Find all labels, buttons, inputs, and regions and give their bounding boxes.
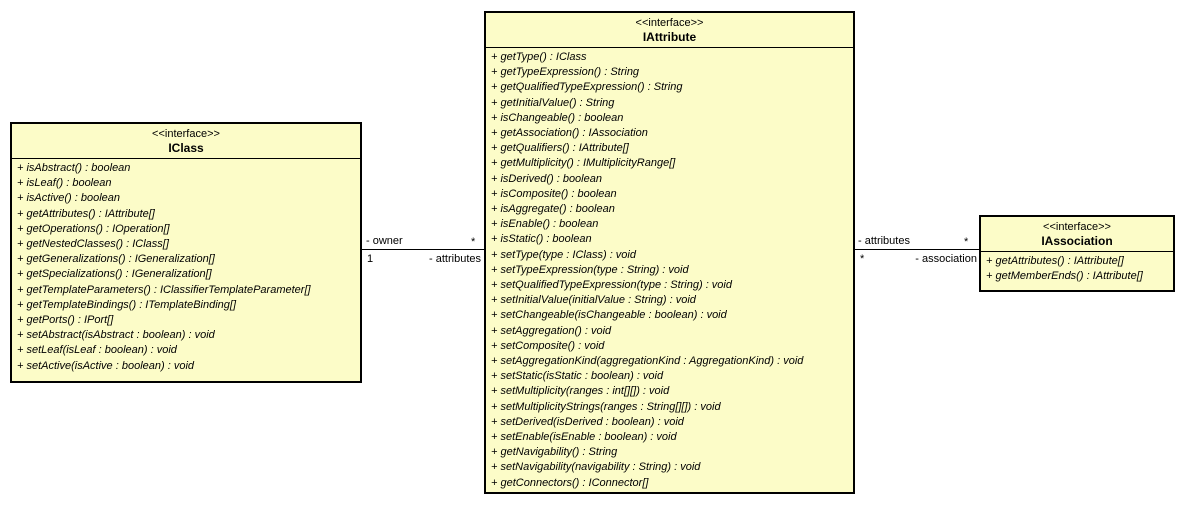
association-multiplicity-star: * — [860, 253, 865, 265]
method-row: + setLeaf(isLeaf : boolean) : void — [17, 344, 177, 357]
association-role-attributes: - attributes — [858, 235, 910, 247]
method-row: + getNestedClasses() : IClass[] — [17, 238, 169, 251]
method-row: + getMultiplicity() : IMultiplicityRange… — [491, 157, 676, 170]
method-row: + getQualifiedTypeExpression() : String — [491, 81, 683, 94]
class-name: IAssociation — [1041, 234, 1113, 248]
method-row: + getNavigability() : String — [491, 446, 618, 459]
method-row: + getType() : IClass — [491, 51, 587, 63]
class-name: IClass — [168, 141, 204, 155]
method-list-iattribute: + getType() : IClass + getTypeExpression(… — [486, 48, 853, 491]
method-row: + isComposite() : boolean — [491, 187, 617, 200]
method-row: + setNavigability(navigability : String)… — [491, 461, 701, 474]
method-row: + setMultiplicityStrings(ranges : String… — [491, 400, 721, 413]
method-row: + getPorts() : IPort[] — [17, 314, 114, 327]
association-multiplicity-star: * — [964, 236, 969, 248]
method-row: + isEnable() : boolean — [491, 218, 599, 231]
method-list-iassociation: + getAttributes() : IAttribute[] + getMem… — [981, 252, 1173, 284]
method-row: + getAssociation() : IAssociation — [491, 127, 648, 140]
method-row: + setTypeExpression(type : String) : voi… — [491, 263, 689, 276]
method-row: + getTemplateParameters() : IClassifierT… — [17, 283, 311, 296]
method-row: + setAbstract(isAbstract : boolean) : vo… — [17, 329, 215, 342]
method-row: + getQualifiers() : IAttribute[] — [491, 142, 629, 155]
method-list-iclass: + isAbstract() : boolean + isLeaf() : boo… — [12, 159, 360, 374]
method-row: + getTypeExpression() : String — [491, 66, 640, 79]
association-role-owner: - owner — [366, 235, 403, 247]
method-row: + getConnectors() : IConnector[] — [491, 476, 649, 489]
class-box-iattribute[interactable]: <<interface>> IAttribute + getType() : I… — [484, 11, 855, 494]
method-row: + isChangeable() : boolean — [491, 111, 624, 124]
method-row: + getOperations() : IOperation[] — [17, 222, 170, 235]
association-role-association: - association — [915, 253, 977, 265]
class-stereotype: <<interface>> — [152, 128, 220, 140]
method-row: + isAggregate() : boolean — [491, 203, 615, 216]
method-row: + getTemplateBindings() : ITemplateBindi… — [17, 298, 237, 311]
class-name: IAttribute — [642, 30, 697, 44]
association-line-iclass-iattribute — [362, 249, 484, 250]
method-row: + setEnable(isEnable : boolean) : void — [491, 431, 677, 444]
method-row: + getSpecializations() : IGeneralization… — [17, 268, 212, 281]
method-row: + setType(type : IClass) : void — [491, 248, 636, 261]
method-row: + setQualifiedTypeExpression(type : Stri… — [491, 279, 732, 292]
method-row: + setDerived(isDerived : boolean) : void — [491, 415, 684, 428]
method-row: + getMemberEnds() : IAttribute[] — [986, 270, 1143, 283]
method-row: + setAggregationKind(aggregationKind : A… — [491, 355, 804, 368]
method-row: + isDerived() : boolean — [491, 172, 602, 185]
class-box-iclass[interactable]: <<interface>> IClass + isAbstract() : bo… — [10, 122, 362, 383]
method-row: + setComposite() : void — [491, 339, 605, 352]
class-header-iclass: <<interface>> IClass — [12, 124, 360, 159]
method-row: + getAttributes() : IAttribute[] — [986, 255, 1124, 267]
class-stereotype: <<interface>> — [635, 17, 704, 29]
method-row: + setActive(isActive : boolean) : void — [17, 359, 194, 372]
class-header-iassociation: <<interface>> IAssociation — [981, 217, 1173, 252]
method-row: + setAggregation() : void — [491, 324, 612, 337]
method-row: + getInitialValue() : String — [491, 96, 615, 109]
method-row: + getGeneralizations() : IGeneralization… — [17, 253, 215, 266]
method-row: + setStatic(isStatic : boolean) : void — [491, 370, 664, 383]
association-role-attributes: - attributes — [429, 253, 481, 265]
association-multiplicity-one: 1 — [367, 253, 374, 265]
class-stereotype: <<interface>> — [1043, 221, 1111, 233]
association-multiplicity-star: * — [471, 236, 476, 248]
association-line-iattribute-iassociation — [855, 249, 979, 250]
method-row: + isLeaf() : boolean — [17, 177, 112, 190]
method-row: + setChangeable(isChangeable : boolean) … — [491, 309, 727, 322]
method-row: + setInitialValue(initialValue : String)… — [491, 294, 696, 307]
method-row: + getAttributes() : IAttribute[] — [17, 207, 155, 220]
class-header-iattribute: <<interface>> IAttribute — [486, 13, 853, 48]
method-row: + isActive() : boolean — [17, 192, 121, 205]
class-box-iassociation[interactable]: <<interface>> IAssociation + getAttribut… — [979, 215, 1175, 292]
method-row: + isAbstract() : boolean — [17, 162, 131, 174]
method-row: + isStatic() : boolean — [491, 233, 592, 246]
method-row: + setMultiplicity(ranges : int[][]) : vo… — [491, 385, 670, 398]
